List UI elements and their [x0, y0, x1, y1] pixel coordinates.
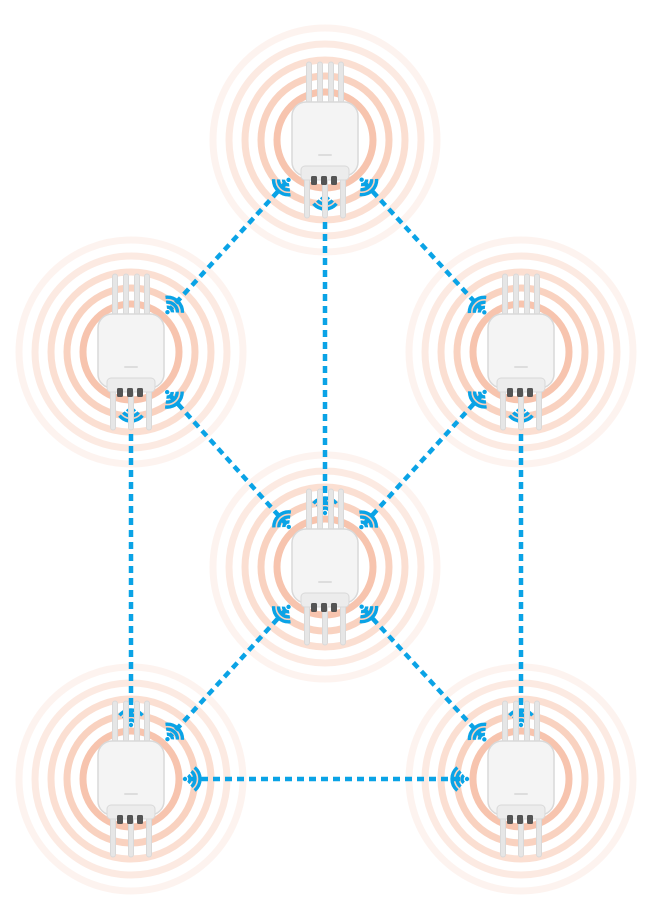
mesh-link-ap-top-to-ap-right [364, 183, 481, 310]
mesh-link-ap-right-to-ap-center [364, 395, 482, 524]
outdoor-access-point-icon [488, 274, 554, 430]
outdoor-access-point-icon [292, 62, 358, 218]
outdoor-access-point-icon [98, 274, 164, 430]
mesh-link-ap-center-to-ap-bottom-right [364, 610, 481, 737]
